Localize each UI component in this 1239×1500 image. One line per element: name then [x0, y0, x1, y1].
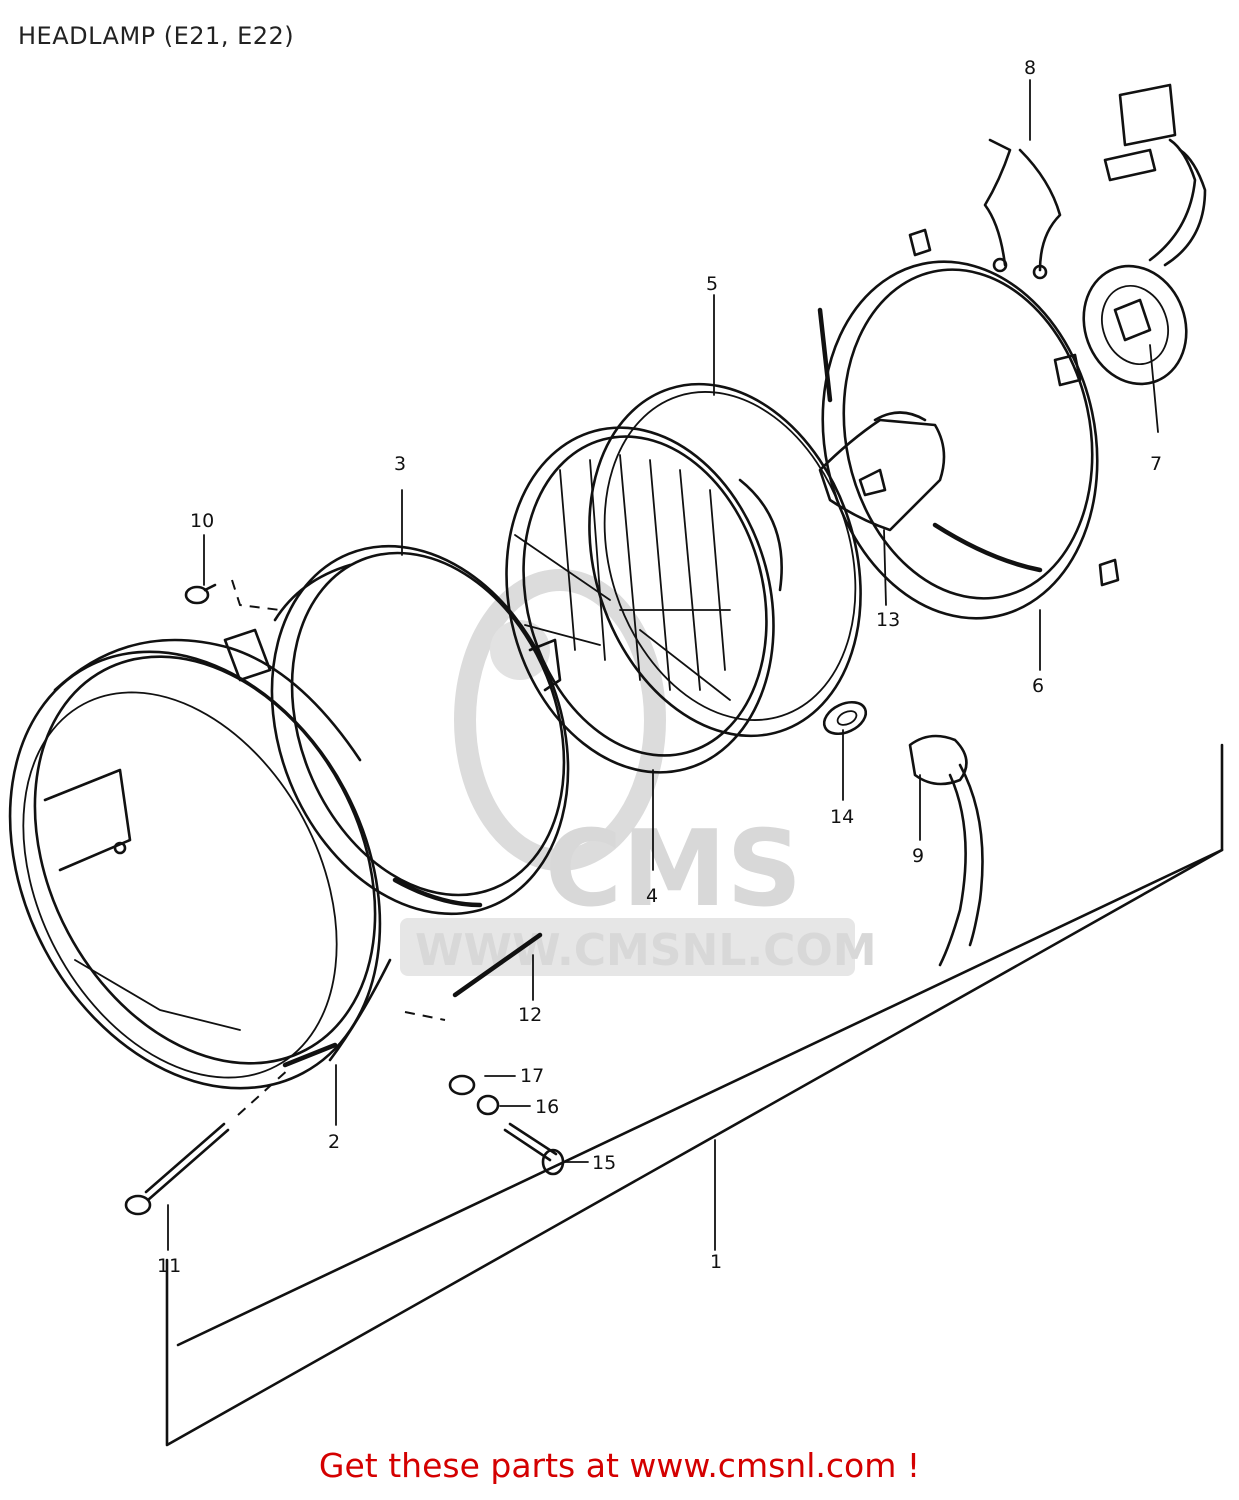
part-13-bulb-socket — [818, 411, 946, 532]
footer-text: Get these parts at www.cmsnl.com ! — [318, 1446, 921, 1485]
callout-17: 17 — [520, 1065, 544, 1087]
callout-labels: 8 5 3 10 7 13 6 4 14 9 12 2 11 1 17 16 1… — [157, 57, 1162, 1277]
callout-1: 1 — [710, 1251, 722, 1273]
part-6-mounting-ring — [817, 228, 1120, 620]
cms-watermark: CMS WWW.CMSNL.COM — [400, 569, 877, 976]
part-10-screw — [184, 579, 281, 611]
callout-4: 4 — [646, 885, 658, 907]
callout-3: 3 — [394, 453, 406, 475]
assembly-1-outline — [165, 743, 1224, 1447]
callout-8: 8 — [1024, 57, 1036, 79]
callout-10: 10 — [190, 510, 214, 532]
part-7-socket-assembly — [1082, 83, 1207, 386]
part-3-rim — [270, 544, 570, 916]
part-12-adjusting-screw — [404, 932, 543, 1021]
part-8-spring-bracket — [983, 138, 1062, 280]
watermark-logo: CMS — [545, 808, 802, 930]
callout-2: 2 — [328, 1131, 340, 1153]
part-5-inner-rim — [588, 382, 862, 738]
callout-16: 16 — [535, 1096, 559, 1118]
callout-13: 13 — [876, 609, 900, 631]
watermark-url: WWW.CMSNL.COM — [415, 925, 877, 976]
part-2-headlamp-housing — [8, 628, 392, 1090]
callout-7: 7 — [1150, 453, 1162, 475]
leader-lines — [167, 79, 1159, 1251]
part-11-bolt — [124, 1067, 291, 1216]
callout-6: 6 — [1032, 675, 1044, 697]
callout-11: 11 — [157, 1255, 181, 1277]
callout-9: 9 — [912, 845, 924, 867]
callout-5: 5 — [706, 273, 718, 295]
part-9-position-lamp-socket — [908, 734, 984, 967]
callout-15: 15 — [592, 1152, 616, 1174]
part-14-grommet — [822, 700, 868, 736]
callout-14: 14 — [830, 806, 854, 828]
diagram-title: HEADLAMP (E21, E22) — [18, 22, 295, 50]
footer-link[interactable]: Get these parts at www.cmsnl.com ! — [0, 1446, 1239, 1485]
part-15-16-17-fasteners — [448, 1074, 565, 1176]
callout-12: 12 — [518, 1004, 542, 1026]
part-4-sealed-beam-unit — [505, 426, 783, 774]
